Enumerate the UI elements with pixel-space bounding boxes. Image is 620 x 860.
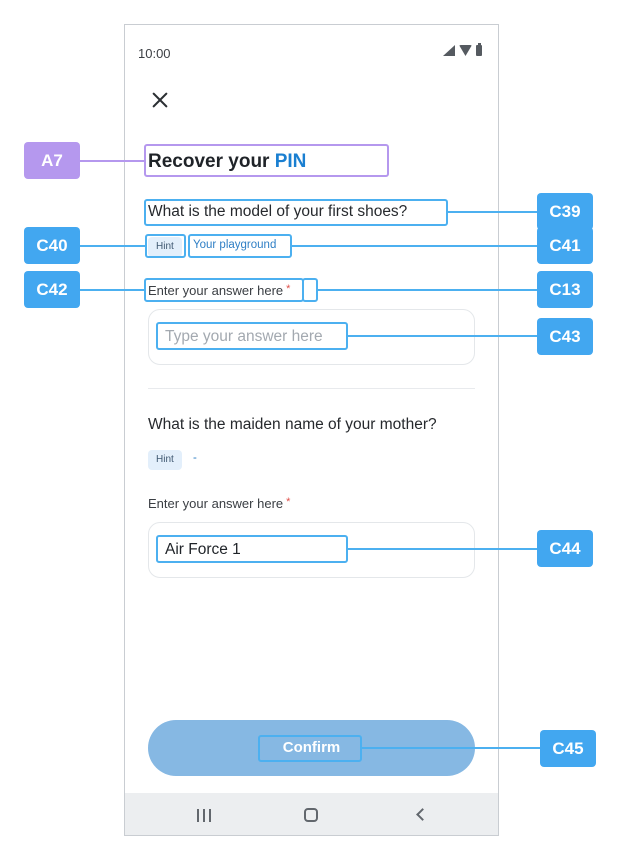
title-prefix: Recover your (148, 151, 270, 172)
annotation-tag-question1: C39 (537, 193, 593, 230)
connector-hint-badge (79, 245, 145, 247)
connector-title (79, 160, 144, 162)
highlight-hint-text (188, 234, 292, 258)
hint-text-1: Your playground (193, 239, 277, 251)
connector-required-mark (318, 289, 538, 291)
highlight-hint-badge (145, 234, 186, 258)
highlight-field-label (144, 278, 304, 302)
annotation-tag-hint-badge: C40 (24, 227, 80, 264)
status-time: 10:00 (138, 46, 171, 61)
field-label-2-text: Enter your answer here (148, 496, 284, 511)
page-title: Recover your PIN (148, 151, 306, 173)
highlight-placeholder (156, 322, 348, 350)
highlight-required-mark (302, 278, 318, 302)
highlight-value (156, 535, 348, 563)
connector-hint-text (292, 245, 538, 247)
field-label-1: Enter your answer here* (148, 283, 290, 298)
hint-text-2: - (193, 452, 197, 464)
field-label-1-text: Enter your answer here (148, 283, 284, 298)
answer-input-2[interactable]: Air Force 1 (148, 522, 475, 578)
title-accent: PIN (274, 151, 307, 172)
highlight-confirm (258, 735, 362, 762)
divider (148, 388, 475, 389)
connector-confirm (362, 747, 541, 749)
close-icon[interactable] (147, 87, 173, 113)
hint-badge-1: Hint (148, 237, 182, 257)
recent-apps-icon[interactable] (197, 809, 211, 822)
field-label-2: Enter your answer here* (148, 496, 290, 511)
signal-icon (443, 45, 455, 56)
annotation-tag-hint-text: C41 (537, 227, 593, 264)
home-icon[interactable] (304, 808, 318, 822)
connector-question1 (448, 211, 538, 213)
connector-value (348, 548, 538, 550)
annotation-tag-value: C44 (537, 530, 593, 567)
question-1: What is the model of your first shoes? (148, 203, 408, 220)
back-icon[interactable] (416, 808, 429, 821)
highlight-question1 (144, 199, 448, 226)
annotation-tag-title: A7 (24, 142, 80, 179)
answer-input-2-value: Air Force 1 (165, 541, 241, 558)
connector-field-label (79, 289, 144, 291)
answer-input-1[interactable]: Type your answer here (148, 309, 475, 365)
wifi-icon (459, 45, 472, 56)
required-mark-2: * (286, 496, 291, 508)
answer-input-1-placeholder: Type your answer here (165, 328, 323, 345)
annotation-tag-confirm: C45 (540, 730, 596, 767)
hint-badge-2: Hint (148, 450, 182, 470)
annotation-tag-placeholder: C43 (537, 318, 593, 355)
annotation-tag-field-label: C42 (24, 271, 80, 308)
connector-placeholder (348, 335, 538, 337)
question-2: What is the maiden name of your mother? (148, 416, 437, 433)
status-icons (443, 43, 482, 56)
required-mark-1: * (286, 283, 291, 295)
annotation-tag-required-mark: C13 (537, 271, 593, 308)
highlight-title (144, 144, 389, 177)
nav-bar (125, 793, 498, 835)
battery-icon (476, 43, 482, 56)
